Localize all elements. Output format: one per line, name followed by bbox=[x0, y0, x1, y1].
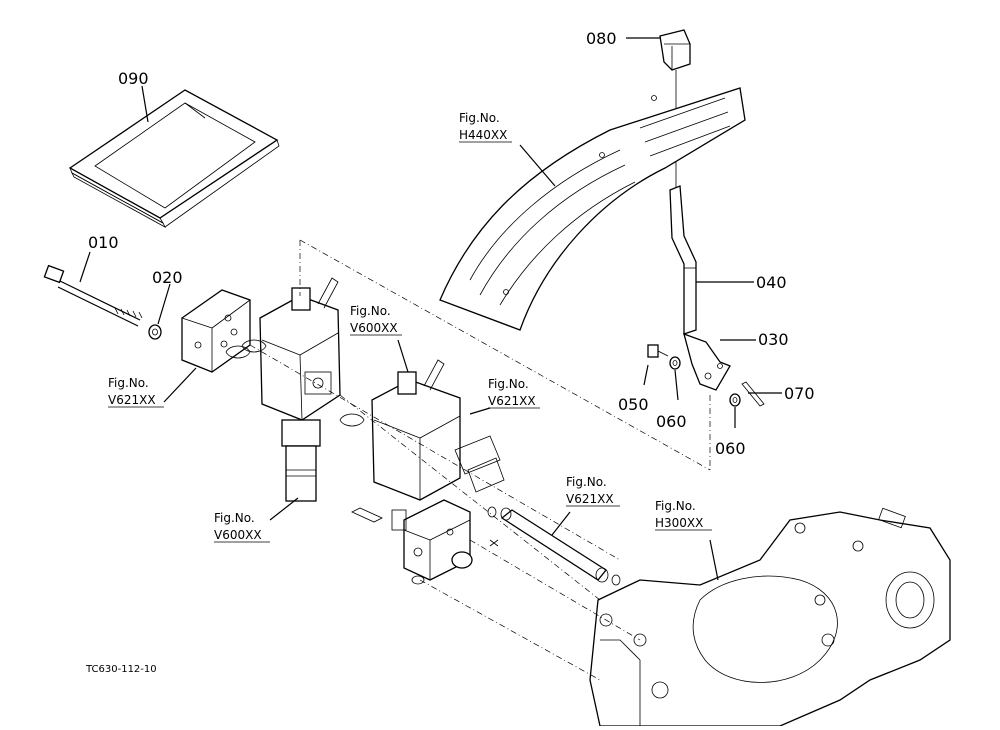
ref-code-v621-pipe: V621XX bbox=[566, 492, 614, 506]
washer-060-a: 060 bbox=[656, 356, 687, 431]
callout-030: 030 bbox=[758, 330, 789, 349]
long-bolt-010: 010 bbox=[43, 233, 143, 327]
ref-label-v621-left: Fig.No. bbox=[108, 376, 149, 390]
ref-code-v600-bottom: V600XX bbox=[214, 528, 262, 542]
callout-090: 090 bbox=[118, 69, 149, 88]
bolt-050: 050 bbox=[618, 344, 669, 414]
ref-code-h300: H300XX bbox=[655, 516, 703, 530]
callout-070: 070 bbox=[784, 384, 815, 403]
fender-plate-h440: Fig.No. H440XX bbox=[439, 87, 746, 331]
washer-060-b: 060 bbox=[715, 393, 746, 458]
callout-050: 050 bbox=[618, 395, 649, 414]
ref-label-v621-mid: Fig.No. bbox=[488, 377, 529, 391]
callout-040: 040 bbox=[756, 273, 787, 292]
control-valve-section-2: Fig.No. V600XX Fig.No. V621XX bbox=[339, 304, 540, 501]
assembly-centerlines bbox=[249, 239, 711, 681]
drawing-number: TC630-112-10 bbox=[85, 664, 157, 675]
ref-label-h440: Fig.No. bbox=[459, 111, 500, 125]
ref-label-h300: Fig.No. bbox=[655, 499, 696, 513]
ref-label-v600-top: Fig.No. bbox=[350, 304, 391, 318]
end-plate: Fig.No. V621XX bbox=[108, 289, 251, 408]
callout-060a: 060 bbox=[656, 412, 687, 431]
lever-rod-040: 040 bbox=[669, 185, 787, 335]
ref-code-v600-top: V600XX bbox=[350, 321, 398, 335]
washer-020: 020 bbox=[148, 268, 183, 340]
ref-code-v621-mid: V621XX bbox=[488, 394, 536, 408]
ref-label-v621-pipe: Fig.No. bbox=[566, 475, 607, 489]
callout-020: 020 bbox=[152, 268, 183, 287]
callout-060b: 060 bbox=[715, 439, 746, 458]
ref-label-v600-bottom: Fig.No. bbox=[214, 511, 255, 525]
pipe-v621: Fig.No. V621XX bbox=[500, 475, 621, 586]
lever-bracket-030: 030 bbox=[683, 330, 789, 391]
ref-code-v621-left: V621XX bbox=[108, 393, 156, 407]
pin-070: 070 bbox=[741, 381, 815, 407]
hydraulic-housing-h300: Fig.No. H300XX bbox=[589, 499, 951, 727]
control-valve-section-1: Fig.No. V600XX bbox=[214, 277, 341, 543]
cover-plate bbox=[351, 499, 499, 585]
callout-010: 010 bbox=[88, 233, 119, 252]
callout-080: 080 bbox=[586, 29, 617, 48]
manual-booklet-090: 090 bbox=[68, 69, 280, 228]
ref-code-h440: H440XX bbox=[459, 128, 507, 142]
